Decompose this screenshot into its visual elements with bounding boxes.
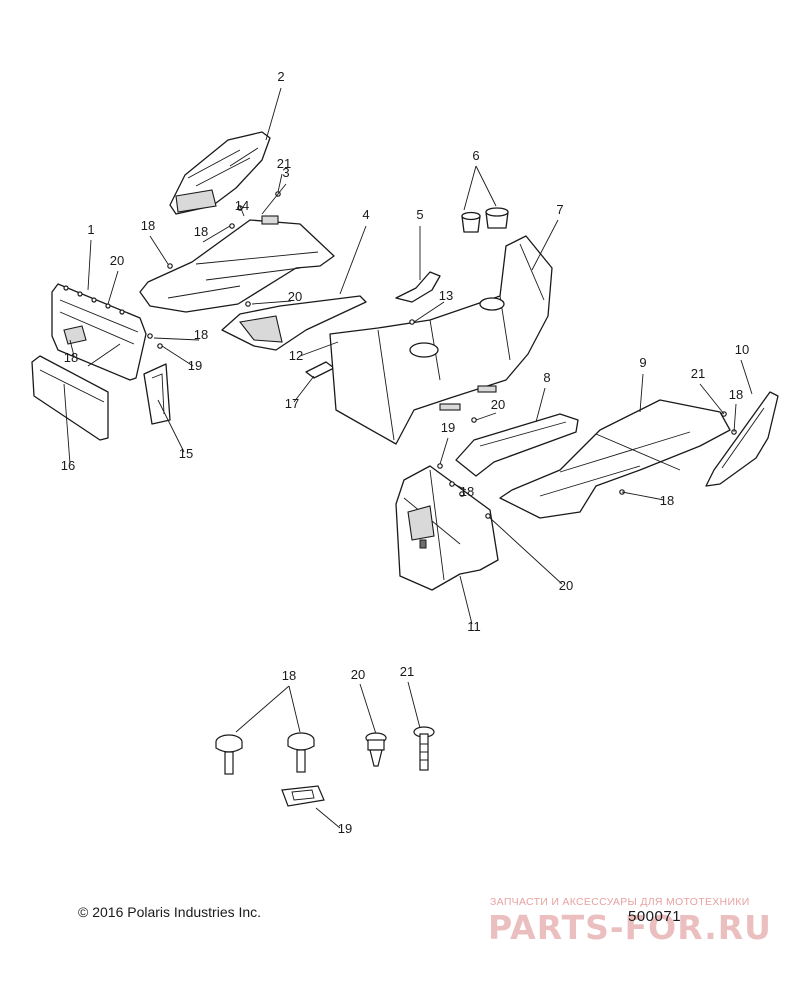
callout-8: 8 <box>543 370 550 385</box>
callout-18: 18 <box>282 668 296 683</box>
fastener-18-screw-a <box>215 734 243 775</box>
callout-13: 13 <box>439 288 453 303</box>
part-9-rear-floor-panel <box>499 399 731 519</box>
part-2-dash-trim <box>169 131 271 215</box>
callout-20: 20 <box>491 397 505 412</box>
watermark-brand-logo: PARTS-FOR.RU <box>488 908 772 947</box>
callout-20: 20 <box>351 667 365 682</box>
callout-18: 18 <box>194 327 208 342</box>
part-3-front-floor-panel <box>139 215 335 313</box>
callout-18: 18 <box>141 218 155 233</box>
callout-12: 12 <box>289 348 303 363</box>
part-16-side-panel <box>31 355 109 441</box>
callout-10: 10 <box>735 342 749 357</box>
callout-1: 1 <box>87 222 94 237</box>
callout-18: 18 <box>660 493 674 508</box>
part-11-console-housing <box>395 465 499 591</box>
callout-18: 18 <box>64 350 78 365</box>
callout-3: 3 <box>282 165 289 180</box>
callout-9: 9 <box>639 355 646 370</box>
callout-17: 17 <box>285 396 299 411</box>
part-17-pad <box>305 361 335 379</box>
watermark-caption: ЗАПЧАСТИ И АКСЕССУАРЫ ДЛЯ МОТОТЕХНИКИ <box>490 896 750 908</box>
part-5-clip <box>395 271 441 303</box>
callout-4: 4 <box>362 207 369 222</box>
callout-2: 2 <box>277 69 284 84</box>
part-10-side-panel <box>705 391 779 487</box>
callout-18: 18 <box>194 224 208 239</box>
copyright-notice: © 2016 Polaris Industries Inc. <box>78 904 262 920</box>
part-7-center-console <box>329 235 553 445</box>
callout-15: 15 <box>179 446 193 461</box>
fastener-21-bolt <box>413 726 435 771</box>
fastener-20-push-rivet <box>365 732 387 767</box>
callout-20: 20 <box>110 253 124 268</box>
callout-6: 6 <box>472 148 479 163</box>
callout-19: 19 <box>188 358 202 373</box>
part-1-side-bin <box>51 283 147 381</box>
callout-21: 21 <box>691 366 705 381</box>
callout-20: 20 <box>288 289 302 304</box>
callout-14: 14 <box>235 198 249 213</box>
leader-lines <box>63 87 753 829</box>
callout-21: 21 <box>400 664 414 679</box>
callout-18: 18 <box>729 387 743 402</box>
part-8-console-tray <box>455 413 579 477</box>
callout-18: 18 <box>460 484 474 499</box>
callout-20: 20 <box>559 578 573 593</box>
callout-21: 21 <box>277 156 291 171</box>
fastener-19-nut-clip <box>281 785 325 807</box>
callout-5: 5 <box>416 207 423 222</box>
fastener-18-screw-b <box>287 732 315 773</box>
callout-19: 19 <box>338 821 352 836</box>
part-4-floor-rail <box>221 295 367 351</box>
callout-11: 11 <box>467 619 481 634</box>
figure-number: 500071 <box>628 908 682 925</box>
callout-19: 19 <box>441 420 455 435</box>
part-15-bracket <box>143 363 171 425</box>
callout-16: 16 <box>61 458 75 473</box>
callout-7: 7 <box>556 202 563 217</box>
part-6-cup-holders <box>461 207 509 233</box>
